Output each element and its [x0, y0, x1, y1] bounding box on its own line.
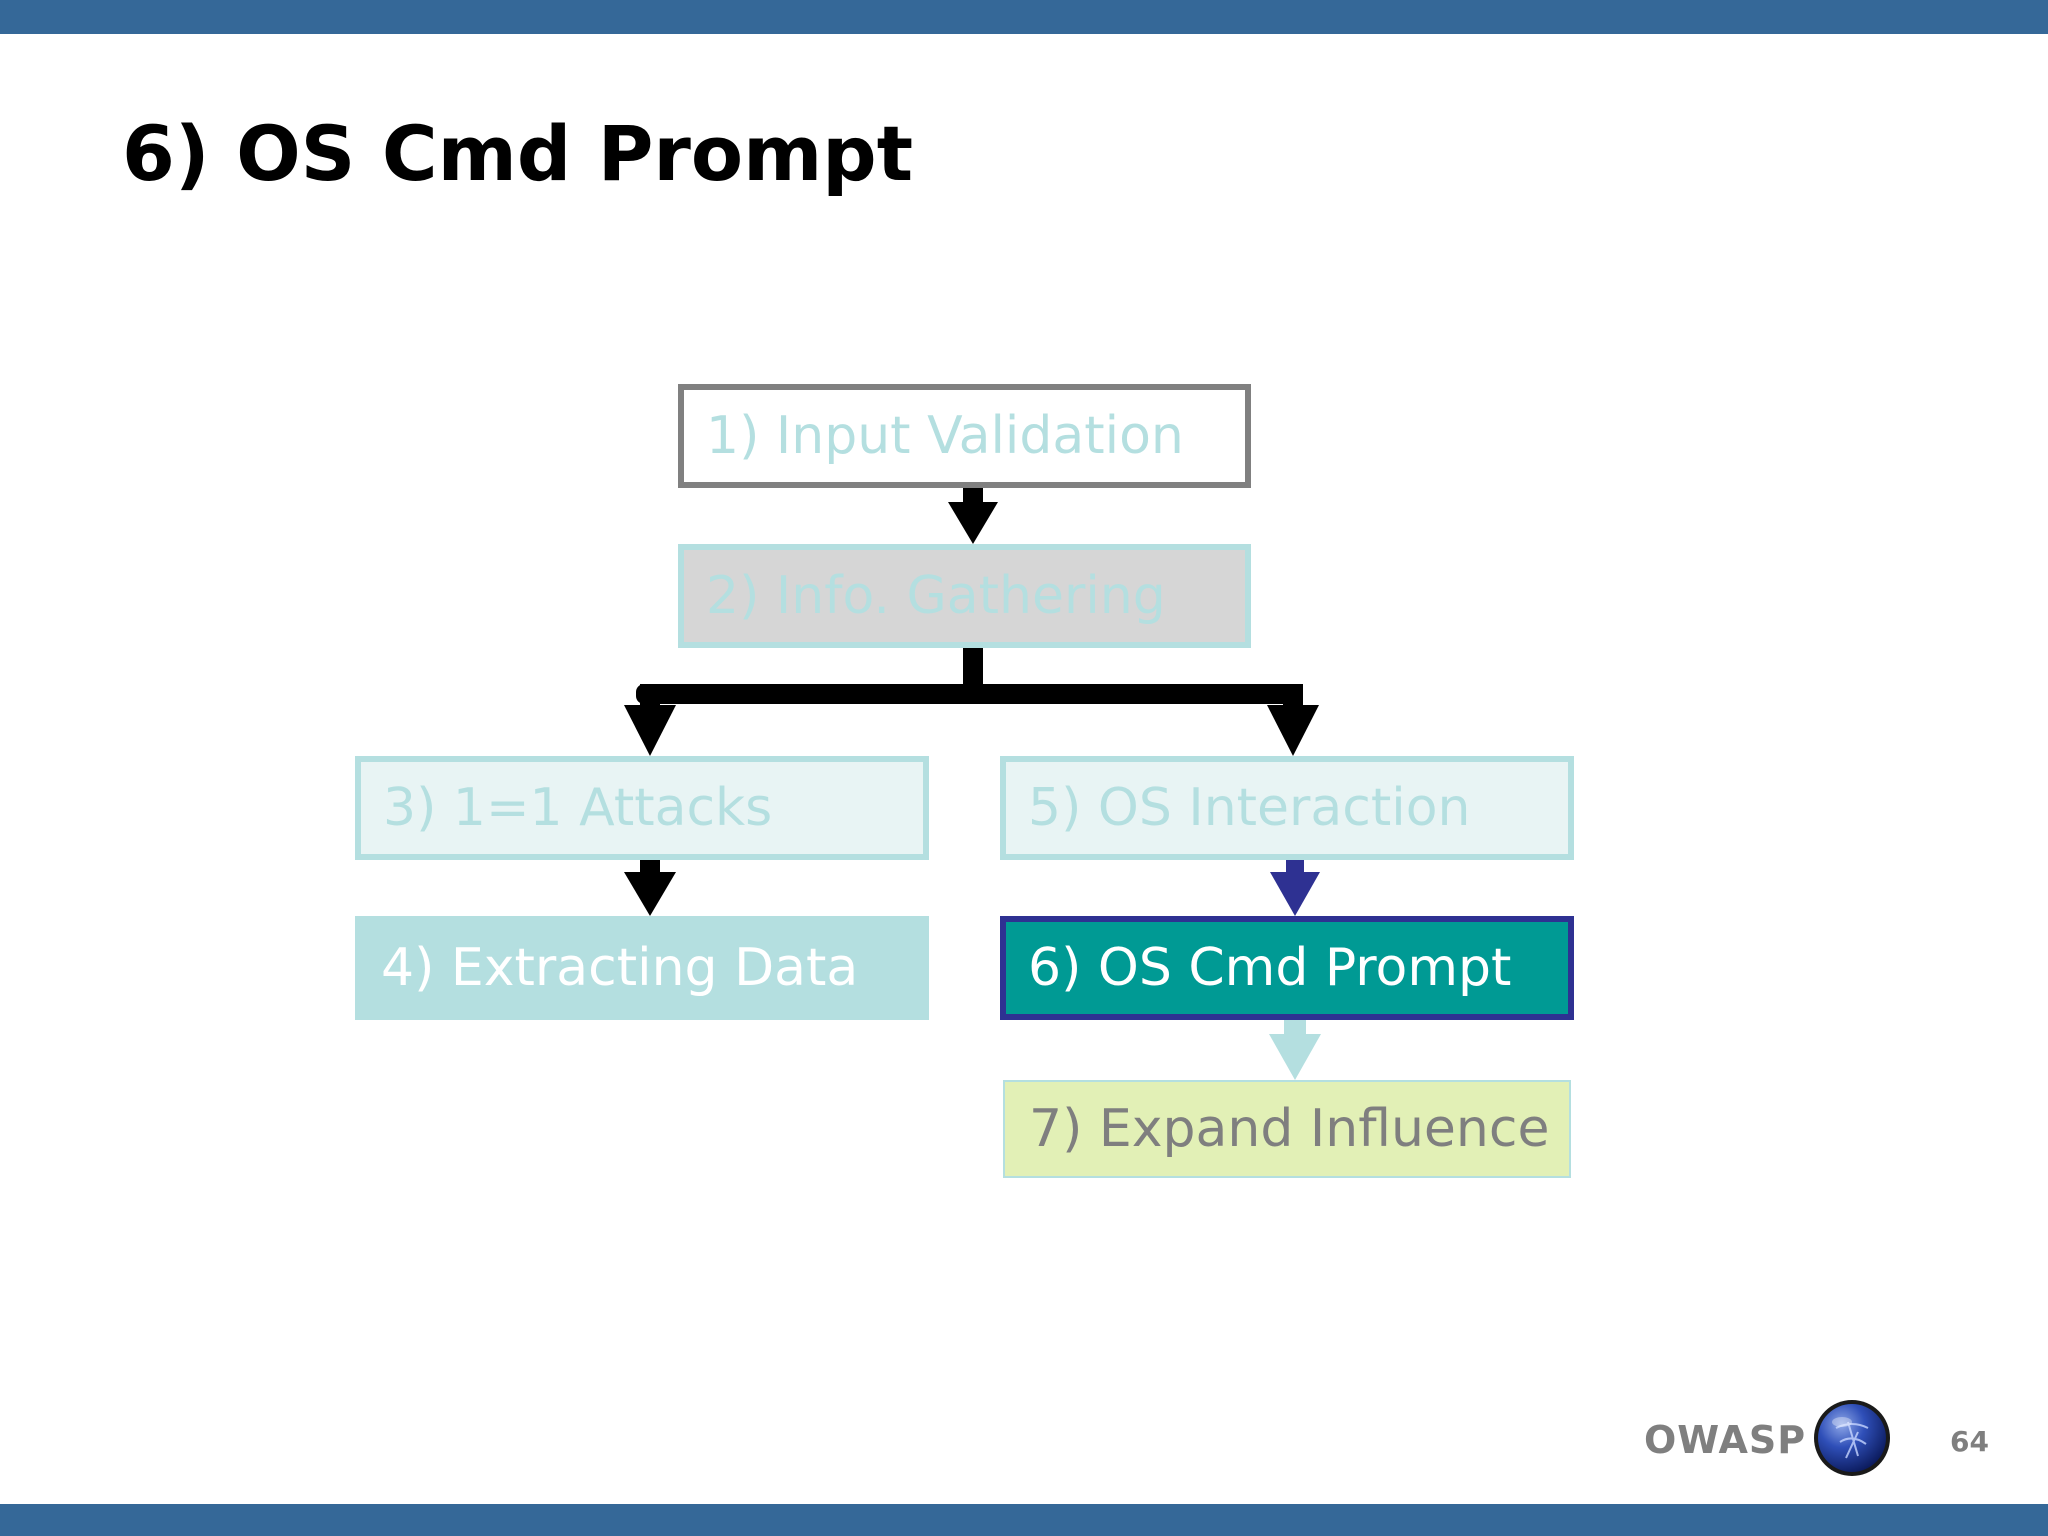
flow-node-1-equals-1-attacks: 3) 1=1 Attacks: [355, 756, 929, 860]
arrow-5-to-6: [1270, 860, 1320, 916]
top-band: [0, 0, 2048, 34]
owasp-globe-icon: [1814, 1400, 1890, 1476]
bottom-band: [0, 1504, 2048, 1536]
flow-node-input-validation: 1) Input Validation: [678, 384, 1251, 488]
arrow-2-to-5: [1267, 705, 1319, 756]
flow-node-extracting-data: 4) Extracting Data: [355, 916, 929, 1020]
arrow-6-to-7: [1269, 1020, 1321, 1080]
arrow-3-to-4: [624, 860, 676, 916]
branch-connector: [636, 648, 1303, 708]
flow-node-expand-influence: 7) Expand Influence: [1003, 1080, 1571, 1178]
flow-node-os-cmd-prompt: 6) OS Cmd Prompt: [1000, 916, 1574, 1020]
slide-title: 6) OS Cmd Prompt: [122, 109, 914, 198]
flow-node-info-gathering: 2) Info. Gathering: [678, 544, 1251, 648]
flow-node-os-interaction: 5) OS Interaction: [1000, 756, 1574, 860]
arrow-1-to-2: [948, 488, 998, 544]
arrow-2-to-3: [624, 705, 676, 756]
footer-brand: OWASP: [1644, 1418, 1807, 1462]
page-number: 64: [1950, 1425, 1989, 1458]
